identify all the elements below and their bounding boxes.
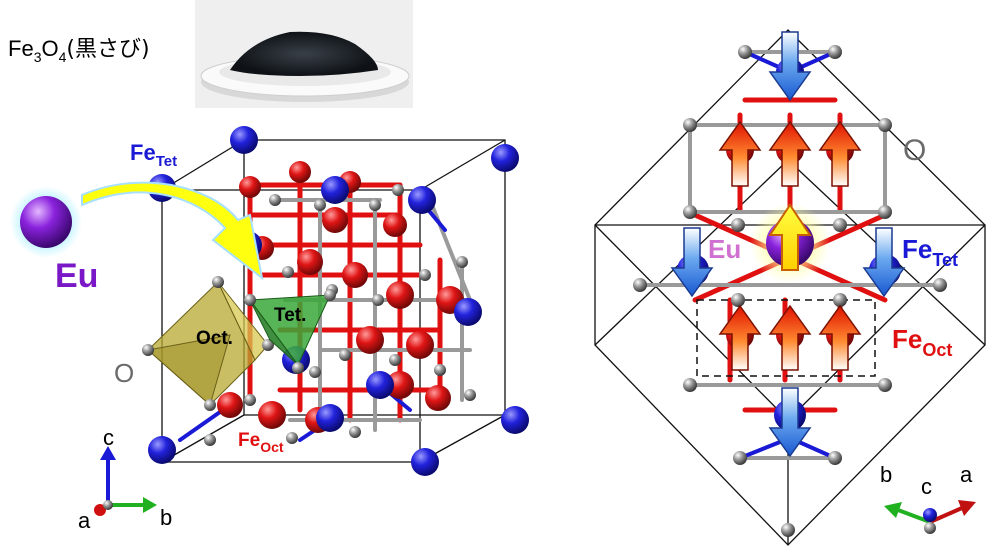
octahedron xyxy=(142,276,274,411)
dashed-highlight-box xyxy=(696,299,876,377)
fe-oct-label-right: FeOct xyxy=(892,324,952,360)
oct-label: Oct. xyxy=(196,328,233,349)
powder-heap xyxy=(230,31,378,76)
formula-label: Fe3O4(黒さび) xyxy=(8,36,150,65)
axis-a-label-right: a xyxy=(960,462,973,487)
axes-right xyxy=(884,500,976,534)
fe-tet-label-right: FeTet xyxy=(902,234,958,270)
axis-c-label-right: c xyxy=(921,474,932,499)
o-label: O xyxy=(114,358,134,388)
oxygen-atoms-right xyxy=(633,45,947,537)
axes-left xyxy=(94,446,157,516)
axis-b-label-right: b xyxy=(880,462,892,487)
powder-photo xyxy=(195,0,413,108)
substitution-arrow xyxy=(81,181,264,281)
o-label-right: O xyxy=(903,134,926,167)
axis-a-label: a xyxy=(78,508,91,533)
axis-c-label: c xyxy=(103,425,114,450)
tetrahedron xyxy=(244,289,336,374)
oxygen-atoms xyxy=(204,184,476,446)
axis-b-label: b xyxy=(160,505,172,530)
spin-up-arrows xyxy=(718,120,862,371)
eu-spin-arrow xyxy=(768,203,812,271)
left-panel: Fe3O4(黒さび) xyxy=(8,0,529,533)
eu-atom xyxy=(10,186,82,258)
tet-label: Tet. xyxy=(274,305,306,326)
eu-label: Eu xyxy=(55,257,98,295)
fe-tet-label: FeTet xyxy=(130,140,177,170)
fe-oct-label: FeOct xyxy=(238,430,284,455)
spin-down-arrows xyxy=(670,31,906,458)
eu-label-right: Eu xyxy=(708,234,741,264)
cell-edges-right xyxy=(594,29,986,546)
right-panel: O Eu FeTet FeOct b c a xyxy=(594,29,986,546)
